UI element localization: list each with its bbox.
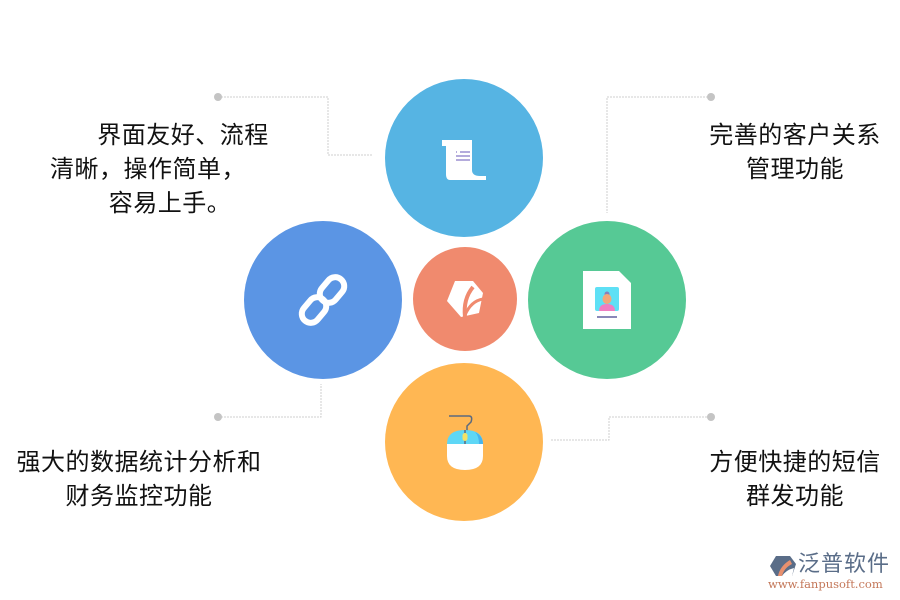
- label-line: 容易上手。: [108, 189, 232, 217]
- label-line: 财务监控功能: [65, 482, 213, 510]
- chain-link-icon: [298, 274, 348, 326]
- label-top-left: 界面友好、流程 清晰，操作简单， 容易上手。: [40, 118, 290, 220]
- label-top-right: 完善的客户关系 管理功能: [690, 118, 900, 186]
- hexagon-leaf-icon: [447, 281, 484, 318]
- label-line: 清晰，操作简单，: [50, 155, 246, 183]
- watermark-url: www.fanpusoft.com: [768, 577, 883, 591]
- label-bottom-right: 方便快捷的短信 群发功能: [690, 445, 900, 513]
- feature-circle-left: [244, 221, 402, 379]
- label-bottom-left: 强大的数据统计分析和 财务监控功能: [0, 445, 278, 513]
- scroll-document-icon: [442, 140, 486, 180]
- label-line: 强大的数据统计分析和: [16, 448, 262, 476]
- label-line: 方便快捷的短信: [709, 448, 881, 476]
- feature-circle-right: [528, 221, 686, 379]
- feature-circle-top: [385, 79, 543, 237]
- watermark-logo: 泛普软件 www.fanpusoft.com: [766, 552, 896, 592]
- feature-circle-bottom: [385, 363, 543, 521]
- center-brand-circle: [413, 247, 517, 351]
- watermark-brand: 泛普软件: [798, 552, 891, 577]
- label-line: 界面友好、流程: [97, 121, 269, 149]
- id-card-profile-icon: [583, 271, 631, 329]
- label-line: 完善的客户关系: [709, 121, 881, 149]
- computer-mouse-icon: [447, 415, 483, 470]
- label-line: 群发功能: [746, 482, 844, 510]
- fanpu-logo-icon: [770, 556, 796, 576]
- label-line: 管理功能: [746, 155, 844, 183]
